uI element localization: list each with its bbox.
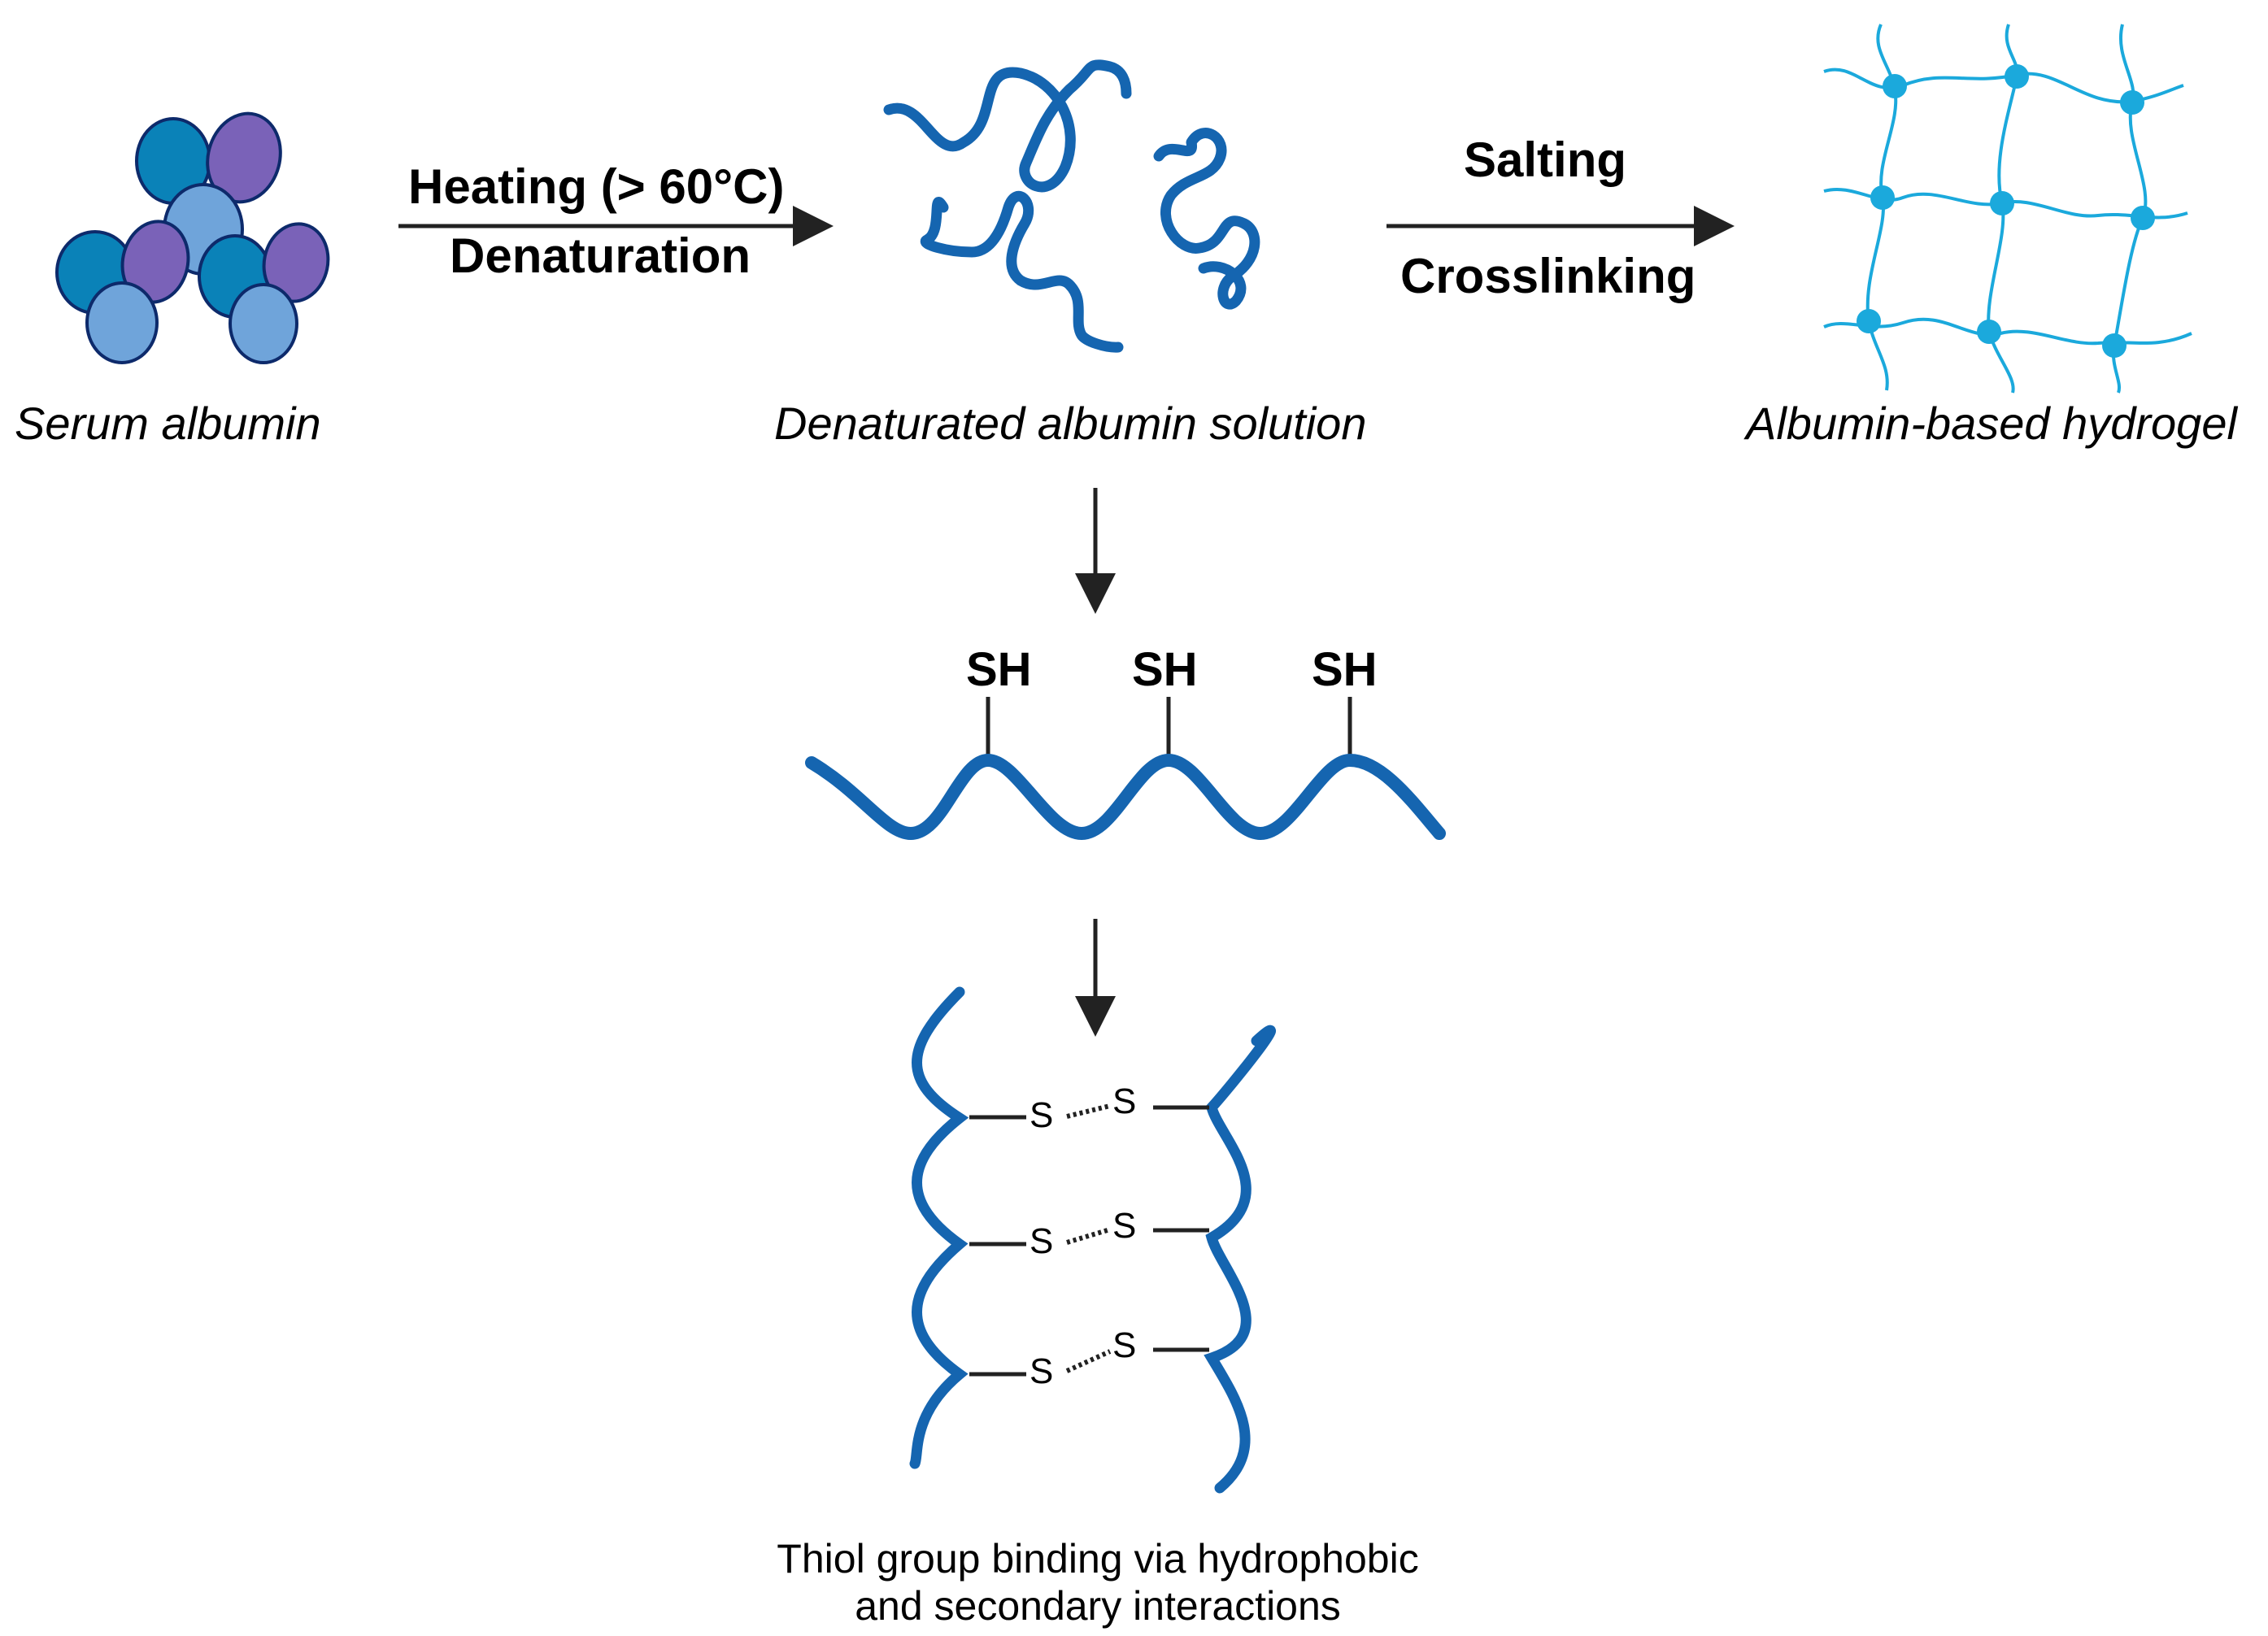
- denatured-coils-icon: [883, 59, 1260, 353]
- label-denaturation: Denaturation: [450, 228, 751, 283]
- label-serum-albumin: Serum albumin: [15, 398, 321, 449]
- disulfide-chains-icon: [909, 986, 1276, 1494]
- label-denatured-solution: Denaturated albumin solution: [774, 398, 1367, 449]
- sulfur-label: S: [1030, 1095, 1054, 1135]
- caption-line-2: and secondary interactions: [855, 1583, 1341, 1629]
- label-salting: Salting: [1464, 133, 1627, 187]
- hydrogel-crosslink-nodes: [1857, 64, 2155, 358]
- disulfide-bonds: [969, 1103, 1209, 1377]
- thiol-label: SH: [1132, 643, 1198, 696]
- sulfur-label: S: [1030, 1221, 1054, 1261]
- thiol-label: SH: [966, 643, 1032, 696]
- label-crosslinking: Crosslinking: [1400, 249, 1696, 303]
- sulfur-label: S: [1112, 1206, 1137, 1246]
- thiol-chain-icon: [805, 697, 1446, 841]
- label-heating: Heating (> 60°C): [408, 159, 785, 214]
- sulfur-label: S: [1030, 1351, 1054, 1391]
- sulfur-label: S: [1112, 1325, 1137, 1365]
- caption-line-1: Thiol group binding via hydrophobic: [777, 1536, 1419, 1582]
- sulfur-label: S: [1112, 1081, 1137, 1121]
- label-hydrogel: Albumin-based hydrogel: [1746, 398, 2237, 449]
- serum-albumin-icon: [55, 111, 330, 364]
- thiol-label: SH: [1312, 643, 1378, 696]
- caption: Thiol group binding via hydrophobic and …: [732, 1535, 1464, 1629]
